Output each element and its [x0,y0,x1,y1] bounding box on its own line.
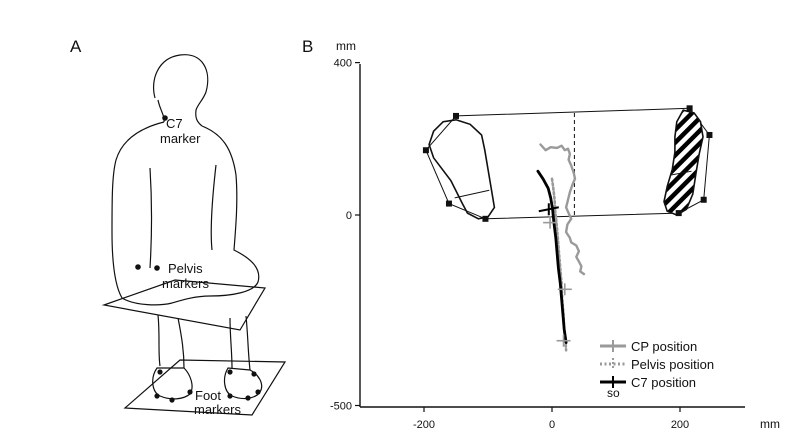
legend-item-cp: CP position [600,339,697,354]
legend-item-pelvis: Pelvis position [600,357,714,372]
c7-marker-dot [162,115,168,121]
c7-position-line [536,169,568,345]
legend-label-c7: C7 position [631,375,696,390]
left-foot-division-line [454,189,490,199]
cp-position-line [539,143,586,276]
pelvis-label-line1: Pelvis [168,261,203,276]
legend: CP position Pelvis position C7 position [600,339,714,390]
foot-label-line1: Foot [195,388,221,403]
left-foot-marker [482,215,489,222]
base-of-support [422,105,713,222]
seat-plate [101,279,267,331]
right-foot-marker [675,210,682,217]
seated-figure [111,54,263,400]
right-foot-marker [706,131,713,138]
foot-plate [123,359,287,416]
right-foot-marker [700,196,707,203]
panel-a-label: A [70,37,82,56]
foot-marker-dots [154,369,261,403]
right-foot-outline [663,109,704,216]
right-foot-marker [686,105,693,112]
legend-label-cp: CP position [631,339,697,354]
y-axis-unit: mm [336,39,356,53]
panel-b-label: B [302,37,313,56]
c7-label-line2: marker [160,131,201,146]
y-tick-label: -500 [330,401,352,413]
foot-label-line2: markers [194,402,241,417]
x-axis-unit: mm [760,417,780,431]
panel-a: A [70,37,287,417]
x-tick-label: 0 [549,419,555,431]
left-foot-marker [422,147,429,154]
y-ticks: 400 0 -500 [330,58,360,413]
left-foot-marker [453,112,459,119]
so-label: so [607,386,620,400]
x-tick-label: 200 [671,419,689,431]
panel-b: B mm mm 400 0 -500 -200 0 200 so CP position… [302,37,780,431]
left-foot-outline [428,118,496,220]
y-tick-label: 0 [346,210,352,222]
x-tick-label: -200 [413,419,435,431]
right-foot-division-line [670,170,692,176]
x-ticks: -200 0 200 [413,407,689,431]
legend-item-c7: C7 position [600,375,696,390]
c7-label-line1: C7 [166,116,183,131]
pelvis-label-line2: markers [162,276,209,291]
y-tick-label: 400 [334,58,352,70]
left-foot-marker [445,200,452,207]
pelvis-marker-dot-2 [154,265,160,271]
pelvis-marker-dot-1 [135,264,141,270]
trajectory-series [536,143,586,352]
legend-label-pelvis: Pelvis position [631,357,714,372]
